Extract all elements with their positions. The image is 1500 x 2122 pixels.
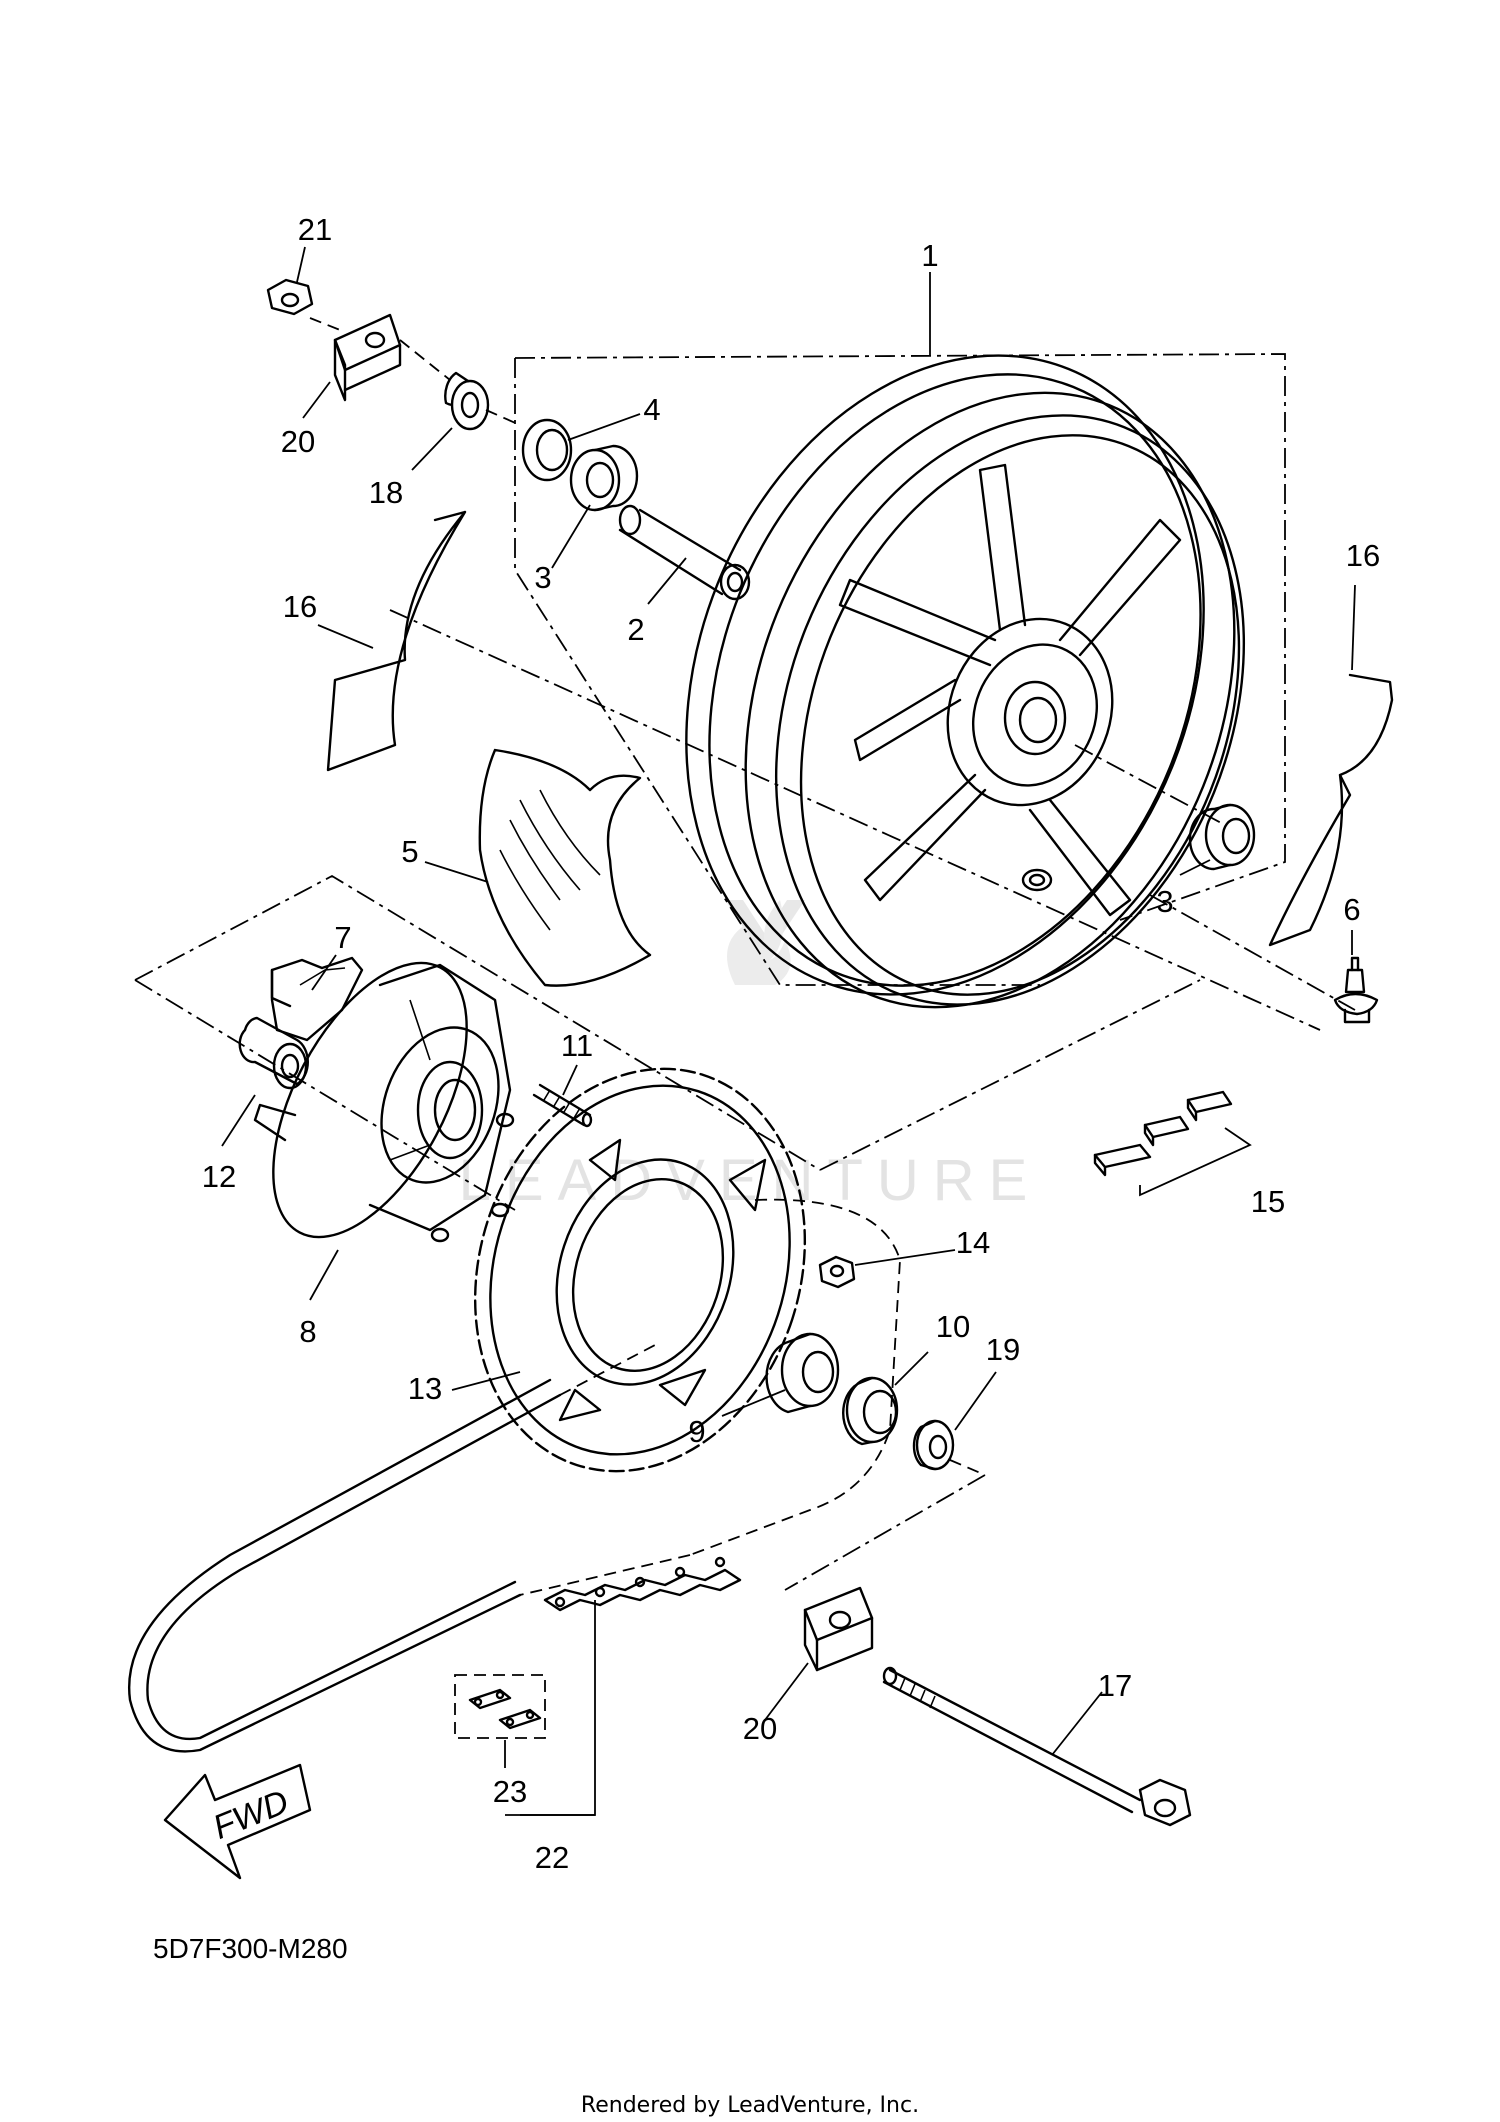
callout-13: 13 xyxy=(408,1371,442,1406)
part-13-sprocket xyxy=(473,1067,807,1473)
part-20-adjuster-plate-upper xyxy=(333,313,451,402)
part-12-collar xyxy=(238,1016,310,1090)
callout-14: 14 xyxy=(956,1225,990,1260)
callout-19: 19 xyxy=(986,1332,1020,1367)
part-5-hub-damper xyxy=(478,748,652,987)
fwd-arrow: FWD xyxy=(163,1763,312,1880)
axle-line-lower xyxy=(784,1474,986,1591)
part-19-collar xyxy=(912,1419,986,1476)
callout-22: 22 xyxy=(535,1840,569,1875)
part-4-oil-seal xyxy=(521,418,573,482)
callout-10: 10 xyxy=(936,1309,970,1344)
part-2-spacer xyxy=(618,504,751,601)
footer-credit: Rendered by LeadVenture, Inc. xyxy=(581,2093,919,2118)
hub-assembly-boundary xyxy=(134,609,1356,1211)
callout-21: 21 xyxy=(298,212,332,247)
callout-3-upper: 3 xyxy=(534,560,551,595)
watermark-text: LEADVENTURE xyxy=(459,1148,1042,1213)
callout-5: 5 xyxy=(401,834,418,869)
part-15-balance-weights xyxy=(1093,1090,1252,1197)
callout-4: 4 xyxy=(643,392,660,427)
part-17-axle xyxy=(882,1666,1192,1827)
callout-11: 11 xyxy=(561,1028,593,1063)
callout-leaders xyxy=(221,246,1356,1756)
callout-7: 7 xyxy=(334,920,351,955)
part-21-nut xyxy=(266,278,341,331)
part-8-clutch-hub xyxy=(253,961,515,1243)
callout-20-lower: 20 xyxy=(743,1711,777,1746)
callout-17: 17 xyxy=(1098,1668,1132,1703)
callout-1: 1 xyxy=(921,238,938,273)
callout-9: 9 xyxy=(688,1414,705,1449)
fwd-label: FWD xyxy=(208,1783,294,1847)
callouts: 1 2 3 3 4 5 6 7 8 9 10 11 12 13 14 15 16… xyxy=(202,212,1380,1875)
part-23-master-link xyxy=(454,1674,595,1816)
callout-23: 23 xyxy=(493,1774,527,1809)
part-16-rim-tape-left xyxy=(326,510,467,772)
part-6-valve xyxy=(1333,956,1379,1024)
part-10-oil-seal xyxy=(842,1376,899,1446)
part-16-rim-tape-right xyxy=(1268,673,1394,947)
callout-8: 8 xyxy=(299,1314,316,1349)
part-18-collar xyxy=(444,371,521,431)
callout-16-right: 16 xyxy=(1346,538,1380,573)
part-20-adjuster-plate-lower xyxy=(803,1586,874,1672)
part-9-bearing xyxy=(765,1332,840,1414)
callout-18: 18 xyxy=(369,475,403,510)
callout-16-left: 16 xyxy=(283,589,317,624)
callout-3-right: 3 xyxy=(1156,884,1173,919)
part-3-bearing-right xyxy=(1188,803,1256,871)
callout-20-upper: 20 xyxy=(281,424,315,459)
part-3-bearing-upper xyxy=(569,444,639,512)
callout-12: 12 xyxy=(202,1159,236,1194)
part-7-damper-block xyxy=(270,956,364,1042)
part-1-rear-wheel xyxy=(685,354,1245,1009)
callout-2: 2 xyxy=(627,612,644,647)
part-14-nut xyxy=(818,1255,856,1289)
part-11-stud xyxy=(532,1083,593,1128)
diagram-code: 5D7F300-M280 xyxy=(153,1933,348,1964)
watermark: LEADVENTURE xyxy=(459,900,1042,1213)
callout-15: 15 xyxy=(1251,1184,1285,1219)
callout-6: 6 xyxy=(1343,892,1360,927)
